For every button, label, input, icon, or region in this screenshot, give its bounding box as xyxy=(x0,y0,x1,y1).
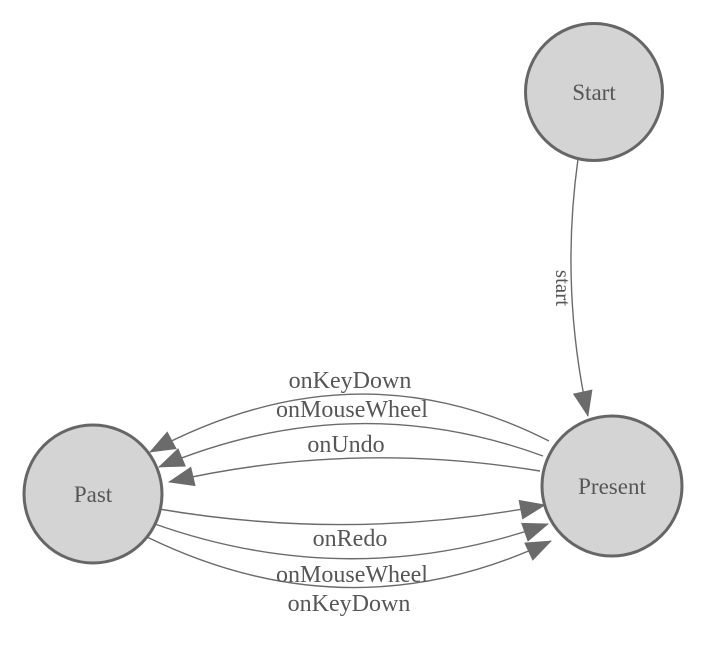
state-circle-start xyxy=(524,22,664,162)
state-label-start: Start xyxy=(572,80,616,105)
edge-past-to-present-redo xyxy=(158,499,546,526)
edge-label-onundo: onUndo xyxy=(307,432,384,458)
edge-past-to-present-keydown xyxy=(146,536,552,589)
state-node-past: Past xyxy=(22,423,164,565)
state-circle-past xyxy=(22,423,164,565)
edge-present-to-past-keydown xyxy=(149,393,550,453)
state-node-start: Start xyxy=(524,22,664,162)
edge-label-start: start xyxy=(551,270,575,306)
edge-past-to-present-mousewheel xyxy=(151,522,549,560)
node-layer: Start Present Past xyxy=(22,22,684,565)
edge-present-to-past-mousewheel xyxy=(158,422,544,468)
state-node-present: Present xyxy=(540,414,684,558)
state-circle-present xyxy=(540,414,684,558)
edge-label-layer: start onKeyDown onMouseWheel onUndo onRe… xyxy=(276,270,575,617)
edge-layer xyxy=(146,158,593,589)
state-label-past: Past xyxy=(74,482,113,507)
edge-label-onmousewheel-bottom: onMouseWheel xyxy=(276,562,428,588)
edge-label-onmousewheel-top: onMouseWheel xyxy=(276,397,428,423)
edge-start-to-present xyxy=(570,158,593,417)
state-label-present: Present xyxy=(578,474,646,499)
edge-label-onkeydown-top: onKeyDown xyxy=(289,368,412,394)
edge-present-to-past-undo xyxy=(168,457,541,487)
edge-label-onredo: onRedo xyxy=(313,526,388,552)
edge-label-onkeydown-bottom: onKeyDown xyxy=(288,591,411,617)
